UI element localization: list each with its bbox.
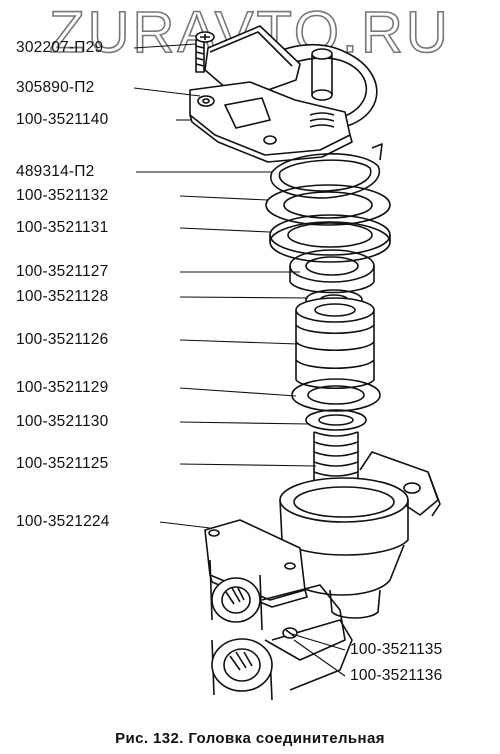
part-label-100-3521136: 100-3521136 xyxy=(350,667,443,684)
part-label-100-3521130: 100-3521130 xyxy=(16,413,109,430)
part-label-100-3521125: 100-3521125 xyxy=(16,455,109,472)
top-valve-assembly xyxy=(189,25,378,163)
part-label-100-3521127: 100-3521127 xyxy=(16,263,109,280)
lower-rings xyxy=(291,378,381,431)
part-label-100-3521132: 100-3521132 xyxy=(16,187,109,204)
leader-lines xyxy=(133,43,346,677)
figure-caption: Рис. 132. Головка соединительная xyxy=(115,730,385,747)
part-label-100-3521224: 100-3521224 xyxy=(16,513,110,530)
ring-stack xyxy=(265,184,391,311)
part-label-100-3521140: 100-3521140 xyxy=(16,111,109,128)
housing-body xyxy=(204,451,441,701)
part-label-100-3521131: 100-3521131 xyxy=(16,219,109,236)
part-label-100-3521129: 100-3521129 xyxy=(16,379,109,396)
piston xyxy=(295,297,375,390)
snap-ring xyxy=(270,143,383,199)
part-label-489314-p2: 489314-П2 xyxy=(16,163,95,180)
part-label-302207-p29: 302207-П29 xyxy=(16,39,104,56)
part-label-100-3521135: 100-3521135 xyxy=(350,641,443,658)
part-label-100-3521128: 100-3521128 xyxy=(16,288,109,305)
part-label-305890-p2: 305890-П2 xyxy=(16,79,95,96)
part-label-100-3521126: 100-3521126 xyxy=(16,331,109,348)
